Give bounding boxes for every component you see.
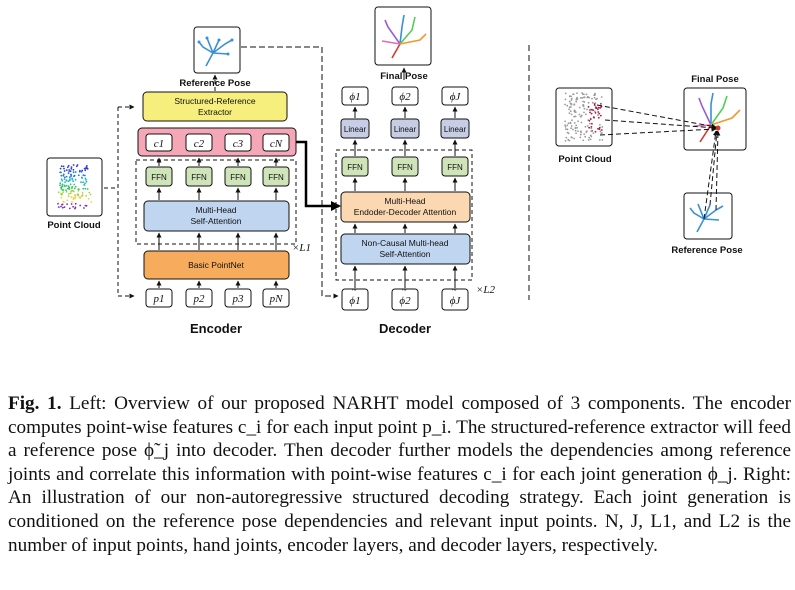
figure-caption: Fig. 1. Left: Overview of our proposed N… — [8, 392, 791, 557]
right-reference-pose-label: Reference Pose — [671, 245, 742, 256]
input-token: p1 — [145, 288, 173, 308]
noncausal-line2: Self-Attention — [379, 249, 430, 259]
decoder-ffn: FFN — [441, 156, 469, 177]
encoder-label: Encoder — [190, 321, 242, 336]
decoder-linear: Linear — [390, 118, 420, 139]
feature-token: c2 — [185, 133, 213, 152]
linear-label: Linear — [394, 125, 417, 134]
reference-token-label: ϕ2 — [399, 295, 411, 307]
output-token-label: ϕ2 — [399, 91, 411, 103]
feature-token-label: c3 — [233, 138, 244, 150]
input-token: p3 — [224, 288, 252, 308]
reference-pose-thumbnail — [193, 26, 241, 74]
feature-token: cN — [262, 133, 290, 152]
basic-pointnet-label: Basic PointNet — [188, 260, 244, 270]
ffn-label: FFN — [268, 173, 284, 182]
extractor-label-line1: Structured-Reference — [174, 96, 256, 106]
input-token: p2 — [185, 288, 213, 308]
figure: Reference Pose Final Pose Point Cloud St… — [46, 6, 747, 336]
encoder-layer-block — [135, 159, 297, 245]
ffn-label: FFN — [397, 163, 413, 172]
right-point-cloud-thumbnail — [555, 87, 613, 147]
reference-token: ϕJ~ — [441, 285, 469, 311]
feature-token: c1 — [145, 133, 173, 152]
encoder-ffn: FFN — [185, 166, 213, 187]
extractor-label-line2: Extractor — [198, 107, 232, 117]
output-token: ϕ1 — [341, 86, 369, 106]
reference-token-label: ϕ1 — [349, 295, 360, 307]
ffn-label: FFN — [230, 173, 246, 182]
decoder-cross-attention — [340, 191, 471, 223]
tilde-mark: ~ — [352, 285, 357, 295]
point-cloud-thumbnail — [46, 157, 103, 217]
point-cloud-label: Point Cloud — [47, 220, 100, 231]
feature-token-label: c2 — [194, 138, 205, 150]
decoder-linear: Linear — [440, 118, 470, 139]
output-token-label: ϕJ — [450, 91, 462, 103]
cross-attention-line1: Multi-Head — [384, 196, 425, 206]
tilde-mark: ~ — [452, 285, 457, 295]
structured-reference-extractor — [142, 91, 288, 122]
right-reference-pose-thumbnail — [683, 192, 733, 240]
ffn-label: FFN — [191, 173, 207, 182]
encoder-ffn: FFN — [145, 166, 173, 187]
feature-token-label: c1 — [154, 138, 164, 150]
output-token: ϕJ — [441, 86, 469, 106]
input-token-label: p3 — [232, 293, 245, 305]
reference-token-label: ϕJ — [450, 295, 462, 307]
ffn-label: FFN — [447, 163, 463, 172]
self-attention-line1: Multi-Head — [195, 205, 236, 215]
decoder-repeat-label: ×L2 — [476, 284, 496, 296]
cross-attention-line2: Endoder-Decoder Attention — [354, 207, 457, 217]
output-token-label: ϕ1 — [349, 91, 360, 103]
encoder-ffn: FFN — [224, 166, 252, 187]
decoder-label: Decoder — [379, 321, 431, 336]
ffn-label: FFN — [151, 173, 167, 182]
encoder-repeat-label: ×L1 — [292, 242, 311, 254]
decoder-linear: Linear — [340, 118, 370, 139]
self-attention-line2: Self-Attention — [190, 216, 241, 226]
encoder-self-attention — [143, 200, 290, 232]
noncausal-line1: Non-Causal Multi-head — [362, 238, 449, 248]
decoder-ffn: FFN — [391, 156, 419, 177]
caption-text: Left: Overview of our proposed NARHT mod… — [8, 393, 791, 556]
encoder-ffn: FFN — [262, 166, 290, 187]
figure-number: Fig. 1. — [8, 393, 62, 414]
reference-token: ϕ2~ — [391, 285, 419, 311]
reference-token: ϕ1~ — [341, 285, 369, 311]
output-token: ϕ2 — [391, 86, 419, 106]
ffn-label: FFN — [347, 163, 363, 172]
basic-pointnet — [143, 250, 290, 280]
right-point-cloud-label: Point Cloud — [558, 154, 611, 165]
feature-token-label: cN — [270, 138, 283, 150]
input-token-label: p2 — [193, 293, 206, 305]
decoder-noncausal-attention — [340, 233, 471, 265]
right-final-pose-thumbnail — [683, 87, 747, 151]
tilde-mark: ~ — [402, 285, 407, 295]
final-pose-thumbnail — [374, 6, 432, 66]
right-final-pose-label: Final Pose — [691, 74, 739, 85]
linear-label: Linear — [444, 125, 467, 134]
input-token-label: pN — [269, 293, 284, 305]
decoder-ffn: FFN — [341, 156, 369, 177]
feature-token: c3 — [224, 133, 252, 152]
input-token: pN — [262, 288, 290, 308]
linear-label: Linear — [344, 125, 367, 134]
input-token-label: p1 — [153, 293, 165, 305]
